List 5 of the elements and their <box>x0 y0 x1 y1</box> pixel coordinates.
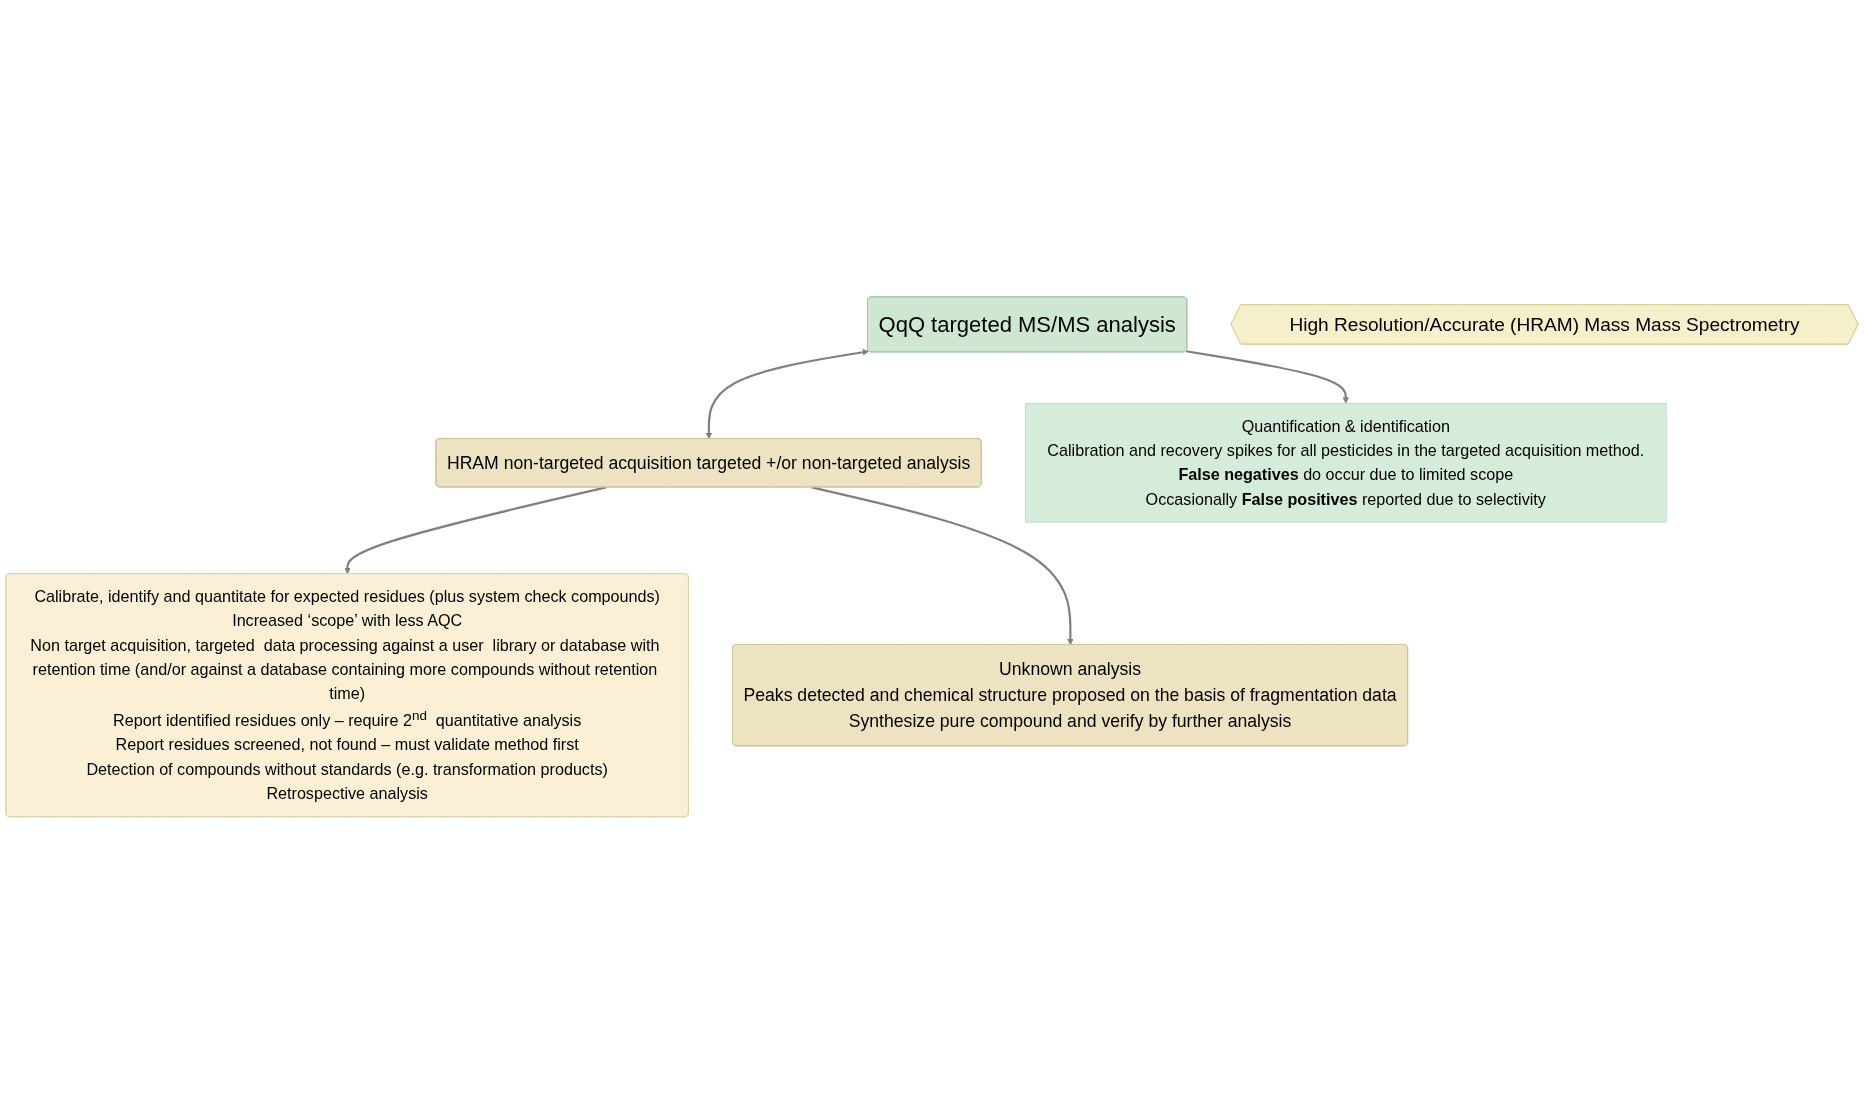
arrow <box>705 349 869 440</box>
arrow <box>1185 350 1349 404</box>
node-box: Quantification & identification Calibration and recovery spikes for all pesticides in the targeted acquisition method. False negatives do occur due to limited scope Occasionally False positives reported due to selectivity <box>1024 403 1667 523</box>
arrow <box>344 486 607 575</box>
arrow <box>811 486 1074 646</box>
